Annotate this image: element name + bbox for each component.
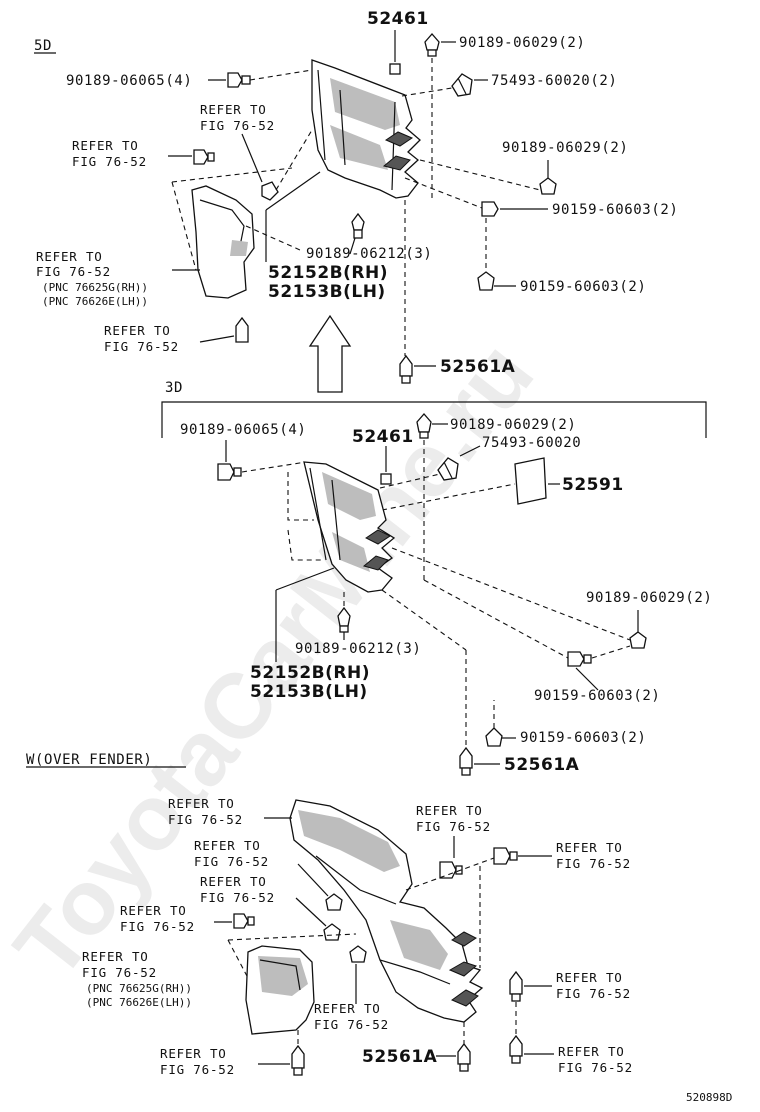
label-52153b-3d: 52153B(LH) [250, 682, 368, 702]
ref-5d-1-line2: FIG 76-52 [200, 118, 275, 133]
label-90189-06029-3d-top: 90189-06029(2) [450, 417, 576, 433]
ref-of-11-line2: FIG 76-52 [160, 1062, 235, 1077]
ref-of-6-line2: FIG 76-52 [120, 919, 195, 934]
label-52152b-5d: 52152B(RH) [268, 263, 388, 283]
clip-90189-06029-3d-top [416, 413, 432, 439]
over-fender-part [289, 799, 484, 1023]
ref-5d-3-line1: REFER TO [36, 249, 103, 264]
document-code: 520898D [686, 1091, 732, 1104]
label-52561a-3d: 52561A [504, 755, 580, 775]
label-90189-06212-5d: 90189-06212(3) [306, 246, 432, 262]
clip-90189-06212-3d [337, 606, 351, 633]
ref-of-2-line1: REFER TO [416, 803, 483, 818]
section-3d-label: 3D [165, 380, 183, 396]
screw-ref-of-3 [493, 847, 518, 865]
clip-52561a-3d [459, 746, 473, 776]
label-90189-06065-5d: 90189-06065(4) [66, 73, 192, 89]
screw-90159-60603-3d-a [567, 651, 592, 667]
screw-90159-60603-5d-a [481, 201, 499, 217]
ref-5d-2-line1: REFER TO [72, 138, 139, 153]
label-52591: 52591 [562, 475, 624, 495]
ref-of-3-line1: REFER TO [556, 840, 623, 855]
label-90159-60603-3d-a: 90159-60603(2) [534, 688, 660, 704]
ref-of-5-line2: FIG 76-52 [200, 890, 275, 905]
part-52152b-5d [311, 59, 421, 199]
label-90189-06029-5d-top: 90189-06029(2) [459, 35, 585, 51]
label-90159-60603-5d-a: 90159-60603(2) [552, 202, 678, 218]
clip-ref-of-9 [509, 970, 523, 1002]
ref-of-9-line1: REFER TO [556, 970, 623, 985]
section-5d-label: 5D [34, 38, 52, 54]
mudflap-5d [191, 185, 255, 299]
label-90189-06029-3d-right: 90189-06029(2) [586, 590, 712, 606]
ref-of-6-line1: REFER TO [120, 903, 187, 918]
ref-5d-4-line1: REFER TO [104, 323, 171, 338]
screw-ref-5d-4 [235, 316, 249, 343]
pad-52591 [514, 457, 547, 505]
ref-of-10-line1: REFER TO [558, 1044, 625, 1059]
ref-of-7-line2: FIG 76-52 [82, 965, 157, 980]
ref-of-1-line2: FIG 76-52 [168, 812, 243, 827]
ref-5d-3-line2: FIG 76-52 [36, 264, 111, 279]
ref-of-4-line1: REFER TO [194, 838, 261, 853]
ref-of-4-line2: FIG 76-52 [194, 854, 269, 869]
section-over-fender-label: W(OVER FENDER) [26, 752, 152, 768]
label-52461-3d: 52461 [352, 427, 414, 447]
label-52152b-3d: 52152B(RH) [250, 663, 370, 683]
screw-ref-of-6 [233, 913, 255, 929]
clip-90189-06029-3d-right [629, 631, 647, 649]
ref-5d-1-line1: REFER TO [200, 102, 267, 117]
mudflap-over-fender [245, 945, 315, 1035]
clip-ref-of-8 [349, 945, 367, 963]
label-90189-06212-3d: 90189-06212(3) [295, 641, 421, 657]
clip-ref-of-10 [509, 1034, 523, 1064]
ref-of-5-line1: REFER TO [200, 874, 267, 889]
screw-90189-06065-3d [217, 463, 242, 481]
clip-52561a-over-fender [457, 1042, 471, 1072]
clip-90189-06029-5d-top [424, 33, 440, 57]
clip-75493-60020-5d [451, 73, 473, 97]
ref-5d-3-pnc1: (PNC 76625G(RH)) [42, 281, 148, 294]
screw-90189-06065-5d [227, 72, 251, 88]
clip-ref-of-4 [325, 893, 343, 911]
label-75493-60020-5d: 75493-60020(2) [491, 73, 617, 89]
label-52461-5d: 52461 [367, 9, 429, 29]
ref-of-7-pnc1: (PNC 76625G(RH)) [86, 982, 192, 995]
ref-of-7-line1: REFER TO [82, 949, 149, 964]
clip-75493-60020-3d [437, 457, 459, 481]
clip-90189-06212-5d [351, 212, 365, 239]
ref-of-8-line2: FIG 76-52 [314, 1017, 389, 1032]
label-52561a-5d: 52561A [440, 357, 516, 377]
clip-ref-5d-1 [261, 181, 279, 201]
label-90159-60603-3d-b: 90159-60603(2) [520, 730, 646, 746]
ref-5d-4-line2: FIG 76-52 [104, 339, 179, 354]
ref-5d-2-line2: FIG 76-52 [72, 154, 147, 169]
screw-ref-of-11 [291, 1044, 305, 1076]
screw-ref-5d-2 [193, 149, 215, 165]
ref-of-3-line2: FIG 76-52 [556, 856, 631, 871]
clip-52561a-5d [399, 354, 413, 384]
clip-ref-of-5 [323, 923, 341, 941]
ref-of-9-line2: FIG 76-52 [556, 986, 631, 1001]
label-75493-60020-3d: 75493-60020 [482, 435, 581, 451]
ref-of-7-pnc2: (PNC 76626E(LH)) [86, 996, 192, 1009]
clip-90189-06029-5d-right [539, 177, 557, 195]
label-90189-06029-5d-right: 90189-06029(2) [502, 140, 628, 156]
arrow-up [308, 314, 352, 393]
screw-90159-60603-5d-b [477, 271, 495, 291]
label-90159-60603-5d-b: 90159-60603(2) [520, 279, 646, 295]
part-52152b-3d [303, 461, 396, 593]
ref-5d-3-pnc2: (PNC 76626E(LH)) [42, 295, 148, 308]
ref-of-2-line2: FIG 76-52 [416, 819, 491, 834]
screw-90159-60603-3d-b [485, 727, 503, 747]
ref-of-1-line1: REFER TO [168, 796, 235, 811]
label-90189-06065-3d: 90189-06065(4) [180, 422, 306, 438]
label-52561a-over-fender: 52561A [362, 1047, 438, 1067]
label-52153b-5d: 52153B(LH) [268, 282, 386, 302]
screw-ref-of-2 [439, 861, 463, 879]
ref-of-10-line2: FIG 76-52 [558, 1060, 633, 1075]
ref-of-11-line1: REFER TO [160, 1046, 227, 1061]
ref-of-8-line1: REFER TO [314, 1001, 381, 1016]
